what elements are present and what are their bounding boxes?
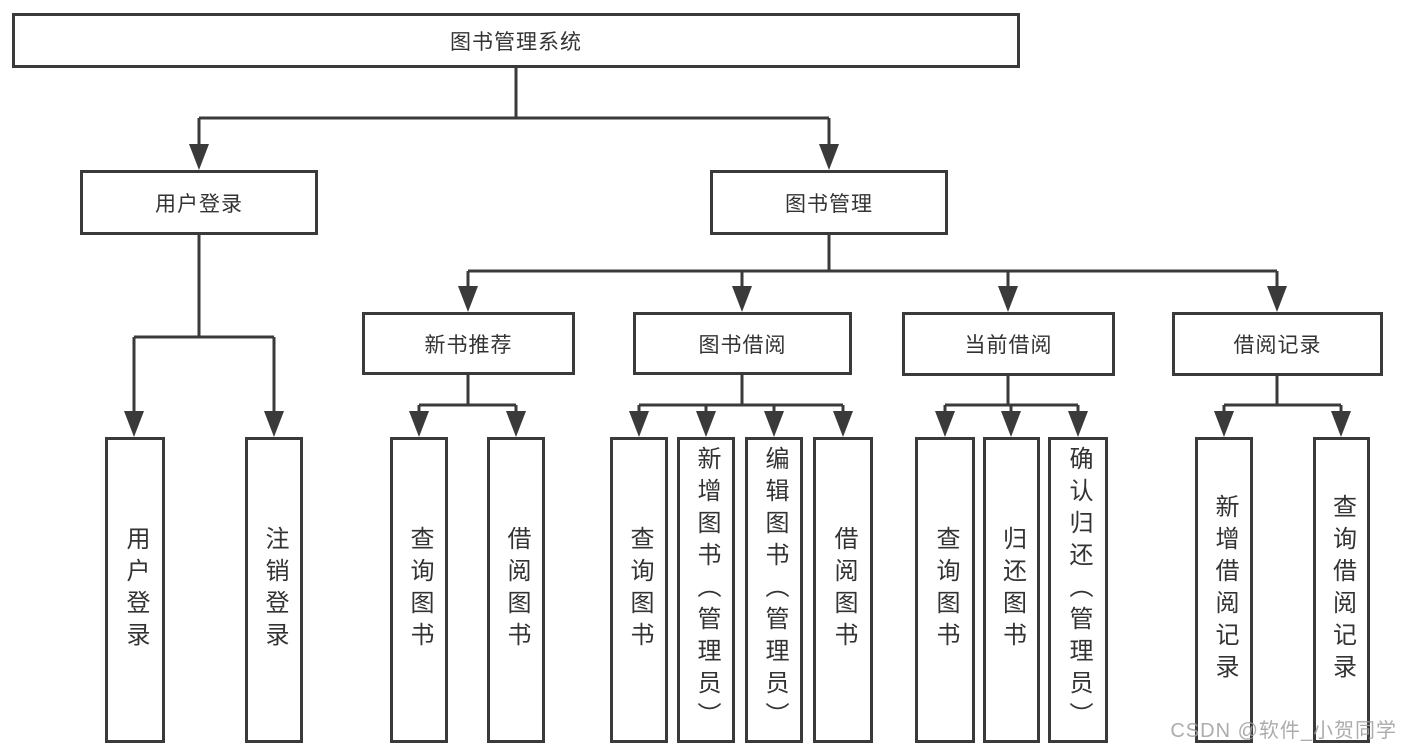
leaf-borrow-books-recommend: 借阅图书 bbox=[487, 437, 545, 743]
arrow-down-icon bbox=[1267, 286, 1287, 312]
node-label: 查询图书 bbox=[406, 526, 433, 654]
arrow-down-icon bbox=[998, 286, 1018, 312]
arrow-down-icon bbox=[124, 411, 144, 437]
leaf-query-books-borrowing: 查询图书 bbox=[610, 437, 668, 743]
leaf-confirm-return-admin: 确认归还（管理员） bbox=[1048, 437, 1108, 743]
node-root-library-system: 图书管理系统 bbox=[12, 13, 1020, 68]
node-label: 图书借阅 bbox=[698, 333, 787, 357]
leaf-query-borrow-record: 查询借阅记录 bbox=[1313, 437, 1370, 743]
leaf-query-books-current: 查询图书 bbox=[915, 437, 975, 743]
arrow-down-icon bbox=[764, 411, 784, 437]
node-label: 借阅图书 bbox=[830, 526, 857, 654]
arrow-down-icon bbox=[696, 411, 716, 437]
node-label: 图书管理系统 bbox=[450, 30, 582, 54]
arrow-down-icon bbox=[833, 411, 853, 437]
csdn-watermark: CSDN @软件_小贺同学 bbox=[1170, 720, 1397, 742]
node-label: 查询图书 bbox=[626, 526, 653, 654]
arrow-down-icon bbox=[732, 286, 752, 312]
arrow-down-icon bbox=[506, 411, 526, 437]
leaf-add-borrow-record: 新增借阅记录 bbox=[1195, 437, 1253, 743]
arrow-down-icon bbox=[458, 286, 478, 312]
node-label: 查询借阅记录 bbox=[1328, 494, 1356, 686]
node-label: 借阅图书 bbox=[503, 526, 530, 654]
leaf-borrow-books: 借阅图书 bbox=[813, 437, 873, 743]
leaf-query-books-recommend: 查询图书 bbox=[390, 437, 448, 743]
node-label: 编辑图书（管理员） bbox=[761, 446, 788, 734]
arrow-down-icon bbox=[1001, 411, 1021, 437]
node-book-management: 图书管理 bbox=[710, 170, 948, 235]
leaf-add-books-admin: 新增图书（管理员） bbox=[677, 437, 735, 743]
node-label: 新增借阅记录 bbox=[1211, 494, 1238, 686]
node-label: 查询图书 bbox=[932, 526, 959, 654]
leaf-edit-books-admin: 编辑图书（管理员） bbox=[745, 437, 803, 743]
leaf-user-login: 用户登录 bbox=[105, 437, 165, 743]
node-label: 确认归还（管理员） bbox=[1065, 446, 1092, 734]
node-label: 用户登录 bbox=[122, 526, 149, 654]
node-label: 用户登录 bbox=[155, 192, 243, 216]
node-borrowing-records: 借阅记录 bbox=[1172, 312, 1383, 376]
arrow-down-icon bbox=[264, 411, 284, 437]
node-new-book-recommendation: 新书推荐 bbox=[362, 312, 575, 375]
node-label: 图书管理 bbox=[785, 192, 873, 216]
node-label: 借阅记录 bbox=[1233, 334, 1322, 357]
arrow-down-icon bbox=[189, 144, 209, 170]
node-label: 当前借阅 bbox=[964, 334, 1053, 357]
arrow-down-icon bbox=[1214, 411, 1234, 437]
arrow-down-icon bbox=[819, 144, 839, 170]
leaf-return-books: 归还图书 bbox=[983, 437, 1040, 743]
arrowhead-icons bbox=[124, 144, 1351, 437]
arrow-down-icon bbox=[409, 411, 429, 437]
leaf-logout: 注销登录 bbox=[245, 437, 303, 743]
node-book-borrowing: 图书借阅 bbox=[633, 312, 852, 375]
node-user-login: 用户登录 bbox=[80, 170, 318, 235]
arrow-down-icon bbox=[1068, 411, 1088, 437]
node-label: 新增图书（管理员） bbox=[693, 446, 720, 734]
node-label: 归还图书 bbox=[998, 526, 1026, 654]
node-current-borrowing: 当前借阅 bbox=[902, 312, 1115, 376]
arrow-down-icon bbox=[935, 411, 955, 437]
node-label: 注销登录 bbox=[261, 526, 288, 654]
arrow-down-icon bbox=[1331, 411, 1351, 437]
arrow-down-icon bbox=[629, 411, 649, 437]
node-label: 新书推荐 bbox=[424, 333, 513, 357]
